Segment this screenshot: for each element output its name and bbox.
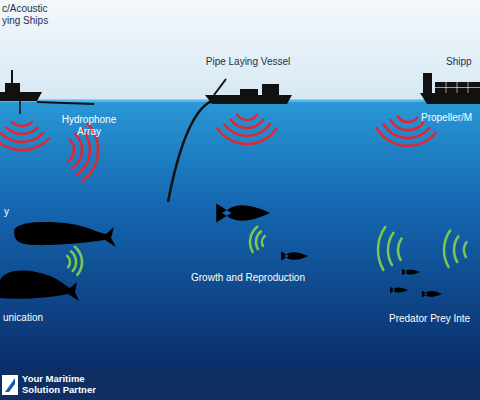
sound-wave [224,124,270,136]
sound-wave [444,230,450,267]
sound-wave [398,116,418,122]
air-gun-line [19,101,21,114]
sound-wave [1,133,43,142]
sound-wave [231,119,264,128]
container-lines [435,82,480,93]
ship-mast [11,70,13,83]
scene-label: Propeller/M [421,112,472,124]
sound-wave [73,134,82,168]
footer-band [0,370,480,400]
fish [390,287,408,293]
sound-wave [384,124,430,138]
container-line [468,82,469,93]
sound-wave [378,227,385,270]
scene-label: Shipp [446,56,472,68]
sound-wave [454,236,458,262]
ship-hull [420,93,480,104]
pipe-ramp [214,79,226,95]
sound-wave [250,227,257,252]
sound-wave [6,128,37,134]
sound-wave [398,239,402,260]
container-line [457,82,458,93]
pipeline [168,100,214,202]
ship-deckhouse [240,89,258,95]
sound-wave [75,247,82,275]
fish [422,290,442,297]
sea [0,100,480,370]
sound-wave [262,236,265,246]
scene-label: y [4,206,9,218]
ship-bridge [423,73,432,93]
sound-wave [256,231,261,249]
sound-wave [218,129,277,144]
sound-wave [71,251,76,271]
pipe-laying-vessel [205,84,292,104]
ship-hull [205,95,292,104]
fish [216,203,270,222]
sky [0,0,480,100]
sound-wave [68,140,74,161]
container-line [435,87,480,88]
scene-label: Hydrophone Array [58,114,120,137]
sound-wave [67,256,70,267]
sperm-whale [14,222,116,247]
fish [402,269,420,275]
logo-mark [5,378,15,392]
hydrophone-cable [37,102,94,104]
scene-label: unication [3,312,43,324]
sound-waves [0,115,467,275]
container-ship [420,73,480,104]
footer-band: Your Maritime Solution Partner [0,370,480,400]
footer-text: Your Maritime Solution Partner [22,374,112,396]
scene-label: Pipe Laying Vessel [196,56,300,68]
sound-wave [12,122,32,126]
fish-group [216,203,442,297]
ship-cabin [5,83,20,92]
ship-hull [0,92,42,101]
ship-containers [435,82,480,93]
sound-wave [237,115,257,120]
sound-wave [464,242,467,257]
scene-label: Growth and Reproduction [180,272,316,284]
fish [281,251,308,261]
ship-cabin [262,84,279,95]
sperm-whale [0,270,79,301]
survey-ship [0,70,42,101]
sound-wave [0,139,49,150]
scene-label: c/Acoustic ying Ships [2,3,54,26]
sound-wave [391,120,424,130]
logo-mark [2,375,18,395]
sound-wave [377,128,436,146]
container-line [446,82,447,93]
sound-wave [388,233,393,265]
scene-label: Predator Prey Inte [389,313,470,325]
